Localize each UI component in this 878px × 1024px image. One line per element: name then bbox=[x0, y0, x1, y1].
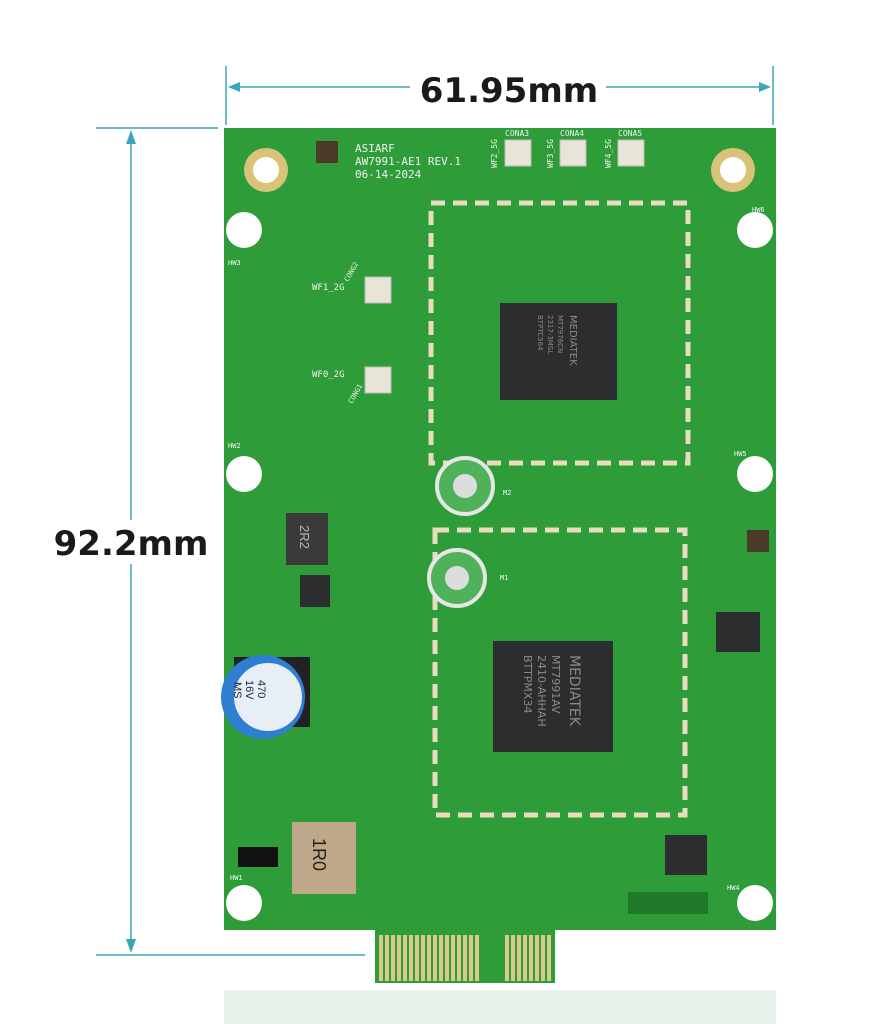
mounting-holes bbox=[226, 148, 773, 921]
ufl-connectors bbox=[364, 139, 645, 394]
ic-chip bbox=[300, 575, 330, 607]
gold-finger bbox=[475, 935, 479, 981]
electrolytic-capacitor: 470 16V MS bbox=[221, 655, 310, 739]
ic-chip bbox=[665, 835, 707, 875]
svg-text:2410-AHHAH: 2410-AHHAH bbox=[535, 655, 548, 727]
svg-text:AW7991-AE1 REV.1: AW7991-AE1 REV.1 bbox=[355, 155, 461, 168]
svg-text:HW3: HW3 bbox=[228, 259, 241, 267]
svg-text:BTTPMX34: BTTPMX34 bbox=[521, 655, 534, 713]
gold-finger bbox=[439, 935, 443, 981]
svg-text:MS: MS bbox=[231, 682, 243, 699]
gold-finger bbox=[427, 935, 431, 981]
svg-text:WF4_5G: WF4_5G bbox=[604, 139, 613, 168]
gold-finger bbox=[523, 935, 527, 981]
svg-text:WF0_2G: WF0_2G bbox=[312, 370, 345, 380]
inductor-2r2: 2R2 bbox=[286, 513, 328, 565]
gold-finger bbox=[511, 935, 515, 981]
gold-finger bbox=[541, 935, 545, 981]
mediatek-chip-mt7991: MEDIATEK MT7991AV 2410-AHHAH BTTPMX34 bbox=[493, 641, 613, 752]
gold-finger bbox=[445, 935, 449, 981]
test-pad bbox=[316, 141, 338, 163]
height-label: 92.2mm bbox=[54, 524, 209, 564]
svg-text:HW1: HW1 bbox=[230, 874, 243, 882]
gold-finger bbox=[391, 935, 395, 981]
gold-finger bbox=[421, 935, 425, 981]
svg-text:1R0: 1R0 bbox=[309, 838, 329, 871]
rf-shield-bottom bbox=[432, 527, 688, 818]
inductor-1r0: 1R0 bbox=[292, 822, 356, 894]
board-reflection bbox=[224, 990, 776, 1024]
svg-text:BTPTC564: BTPTC564 bbox=[536, 315, 544, 351]
gold-finger bbox=[517, 935, 521, 981]
svg-text:MT7991AV: MT7991AV bbox=[549, 655, 562, 714]
svg-text:MT7976CN: MT7976CN bbox=[556, 315, 564, 353]
rf-shield-top bbox=[428, 200, 691, 466]
svg-text:HW4: HW4 bbox=[727, 884, 740, 892]
width-label: 61.95mm bbox=[420, 71, 598, 111]
gold-finger bbox=[397, 935, 401, 981]
gold-finger bbox=[433, 935, 437, 981]
svg-text:WF1_2G: WF1_2G bbox=[312, 283, 345, 293]
gold-finger bbox=[379, 935, 383, 981]
svg-text:06-14-2024: 06-14-2024 bbox=[355, 168, 422, 181]
svg-text:ASIARF: ASIARF bbox=[355, 142, 395, 155]
mediatek-chip-mt7976: MEDIATEK MT7976CN 2317-3MSL BTPTC564 bbox=[500, 303, 617, 400]
svg-text:2R2: 2R2 bbox=[297, 525, 312, 549]
gold-finger bbox=[505, 935, 509, 981]
gold-finger bbox=[457, 935, 461, 981]
gold-finger bbox=[535, 935, 539, 981]
svg-text:MEDIATEK: MEDIATEK bbox=[567, 315, 578, 366]
svg-text:WF2_5G: WF2_5G bbox=[490, 139, 499, 168]
gold-finger bbox=[415, 935, 419, 981]
eeprom-chip bbox=[716, 612, 760, 652]
gold-finger bbox=[451, 935, 455, 981]
svg-text:M2: M2 bbox=[503, 489, 511, 497]
svg-text:M1: M1 bbox=[500, 574, 508, 582]
gold-finger bbox=[547, 935, 551, 981]
standoffs bbox=[427, 456, 495, 608]
diode bbox=[238, 847, 278, 867]
svg-text:MEDIATEK: MEDIATEK bbox=[566, 655, 582, 727]
svg-text:HW5: HW5 bbox=[734, 450, 747, 458]
svg-text:CONA4: CONA4 bbox=[560, 129, 584, 138]
svg-text:HW6: HW6 bbox=[752, 206, 765, 214]
gold-finger bbox=[463, 935, 467, 981]
gold-finger bbox=[403, 935, 407, 981]
svg-text:470: 470 bbox=[255, 680, 267, 698]
svg-text:HW2: HW2 bbox=[228, 442, 241, 450]
pcie-edge-connector bbox=[375, 925, 555, 983]
svg-text:CONA5: CONA5 bbox=[618, 129, 642, 138]
gold-finger bbox=[385, 935, 389, 981]
svg-text:CONA3: CONA3 bbox=[505, 129, 529, 138]
svg-text:2317-3MSL: 2317-3MSL bbox=[546, 315, 554, 354]
silkscreen-label: ASIARF AW7991-AE1 REV.1 06-14-2024 CONA3… bbox=[228, 129, 765, 892]
test-pad bbox=[747, 530, 769, 552]
svg-text:16V: 16V bbox=[243, 680, 255, 700]
svg-text:WF3_5G: WF3_5G bbox=[546, 139, 555, 168]
gold-finger bbox=[409, 935, 413, 981]
header-pins bbox=[628, 892, 708, 914]
gold-finger bbox=[529, 935, 533, 981]
gold-finger bbox=[469, 935, 473, 981]
